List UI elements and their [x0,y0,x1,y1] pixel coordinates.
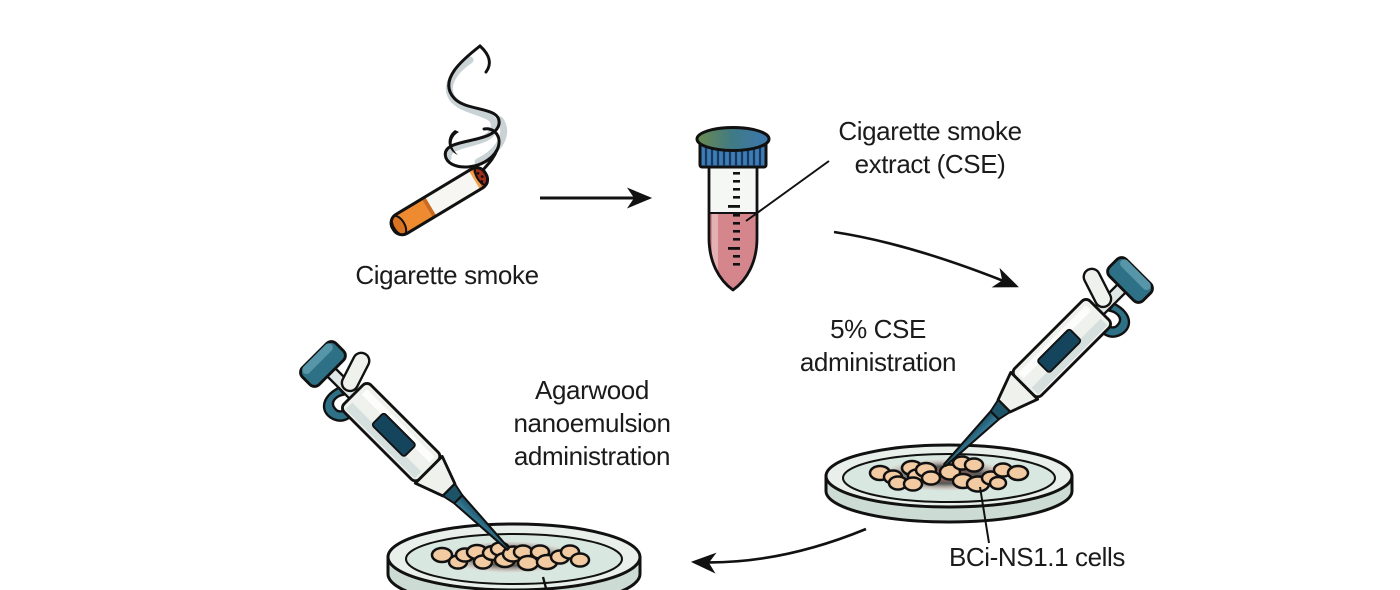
cse-extract-label: Cigarette smoke extract (CSE) [810,115,1050,181]
petri-dish-nanoemulsion [386,522,642,590]
cigarette-smoke-label: Cigarette smoke [355,260,539,290]
tube-label-connector-line [745,160,830,222]
agarwood-label-line1: Agarwood [535,375,649,405]
petri-dish-cse [824,443,1074,544]
agarwood-label-line2: nanoemulsion [513,408,671,438]
tube-graduations [728,172,740,266]
agarwood-administration-label: Agarwood nanoemulsion administration [472,374,712,473]
bci-cells-label: BCi-NS1.1 cells [948,542,1126,572]
curved-arrow-left-icon [690,527,867,574]
cells-label-connector-line [979,486,990,544]
cse-administration-label-line2: administration [799,347,957,377]
falcon-tube-icon [695,126,830,292]
tube-liquid [709,213,757,290]
cse-extract-label-line2: extract (CSE) [854,149,1006,179]
tube-cap [695,126,771,169]
agarwood-label-line3: administration [513,441,671,471]
cse-administration-label-line1: 5% CSE [830,314,926,344]
cse-administration-label: 5% CSE administration [758,313,998,379]
cigarette-body [389,166,490,237]
cigarette-with-smoke-icon [389,44,508,237]
cell-cluster [868,455,1030,493]
smoke-swirl [443,44,508,172]
cse-extract-label-line1: Cigarette smoke [838,116,1022,146]
curved-arrow-down-right-icon [833,230,1019,288]
